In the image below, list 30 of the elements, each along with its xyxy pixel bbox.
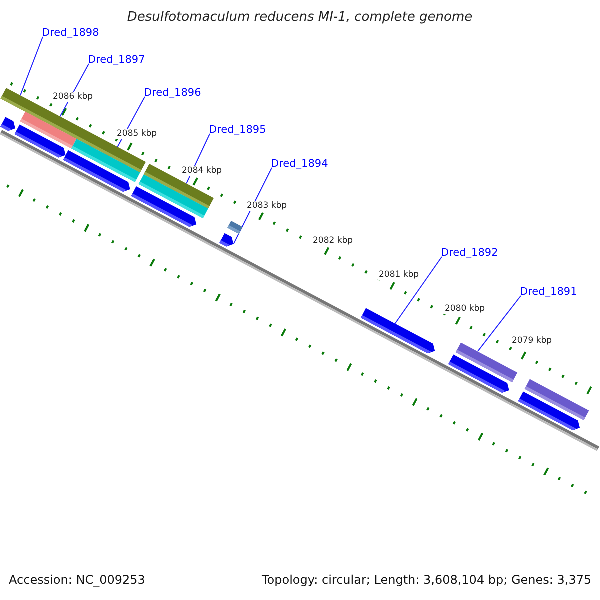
feature-band [138, 174, 208, 218]
scale-label: 2080 kbp [444, 304, 486, 314]
gene-label: Dred_1898 [42, 27, 100, 39]
gene-label: Dred_1892 [441, 247, 498, 259]
scale-label: 2084 kbp [181, 166, 224, 176]
feature-band [456, 342, 518, 382]
scale-label: 2079 kbp [511, 336, 554, 346]
gene-label: Dred_1896 [144, 87, 202, 99]
title: Desulfotomaculum reducens MI-1, complete genome [126, 10, 474, 25]
gene-label: Dred_1897 [88, 54, 146, 66]
gene-label: Dred_1895 [209, 124, 266, 136]
genome-stats-label: Topology: circular; Length: 3,608,104 bp; Genes: 3,375 [262, 573, 592, 587]
leader-line [20, 36, 44, 96]
feature-band [228, 221, 243, 234]
leader-line [477, 296, 522, 352]
leader-line [233, 168, 272, 245]
gene-label: Dred_1894 [271, 158, 328, 170]
scale-label: 2086 kbp [52, 92, 94, 102]
feature-band [72, 139, 140, 182]
gene-block [361, 308, 436, 354]
scale-label: 2085 kbp [116, 129, 158, 139]
feature-band [524, 379, 590, 420]
scale-label: 2083 kbp [246, 201, 288, 211]
gene-block [220, 233, 234, 247]
scale-label: 2082 kbp [312, 236, 354, 246]
feature-band [20, 112, 77, 149]
scale-label: 2081 kbp [378, 270, 420, 280]
gene-label: Dred_1891 [520, 286, 578, 298]
gene-block [0, 117, 16, 132]
accession-label: Accession: NC_009253 [9, 573, 146, 587]
